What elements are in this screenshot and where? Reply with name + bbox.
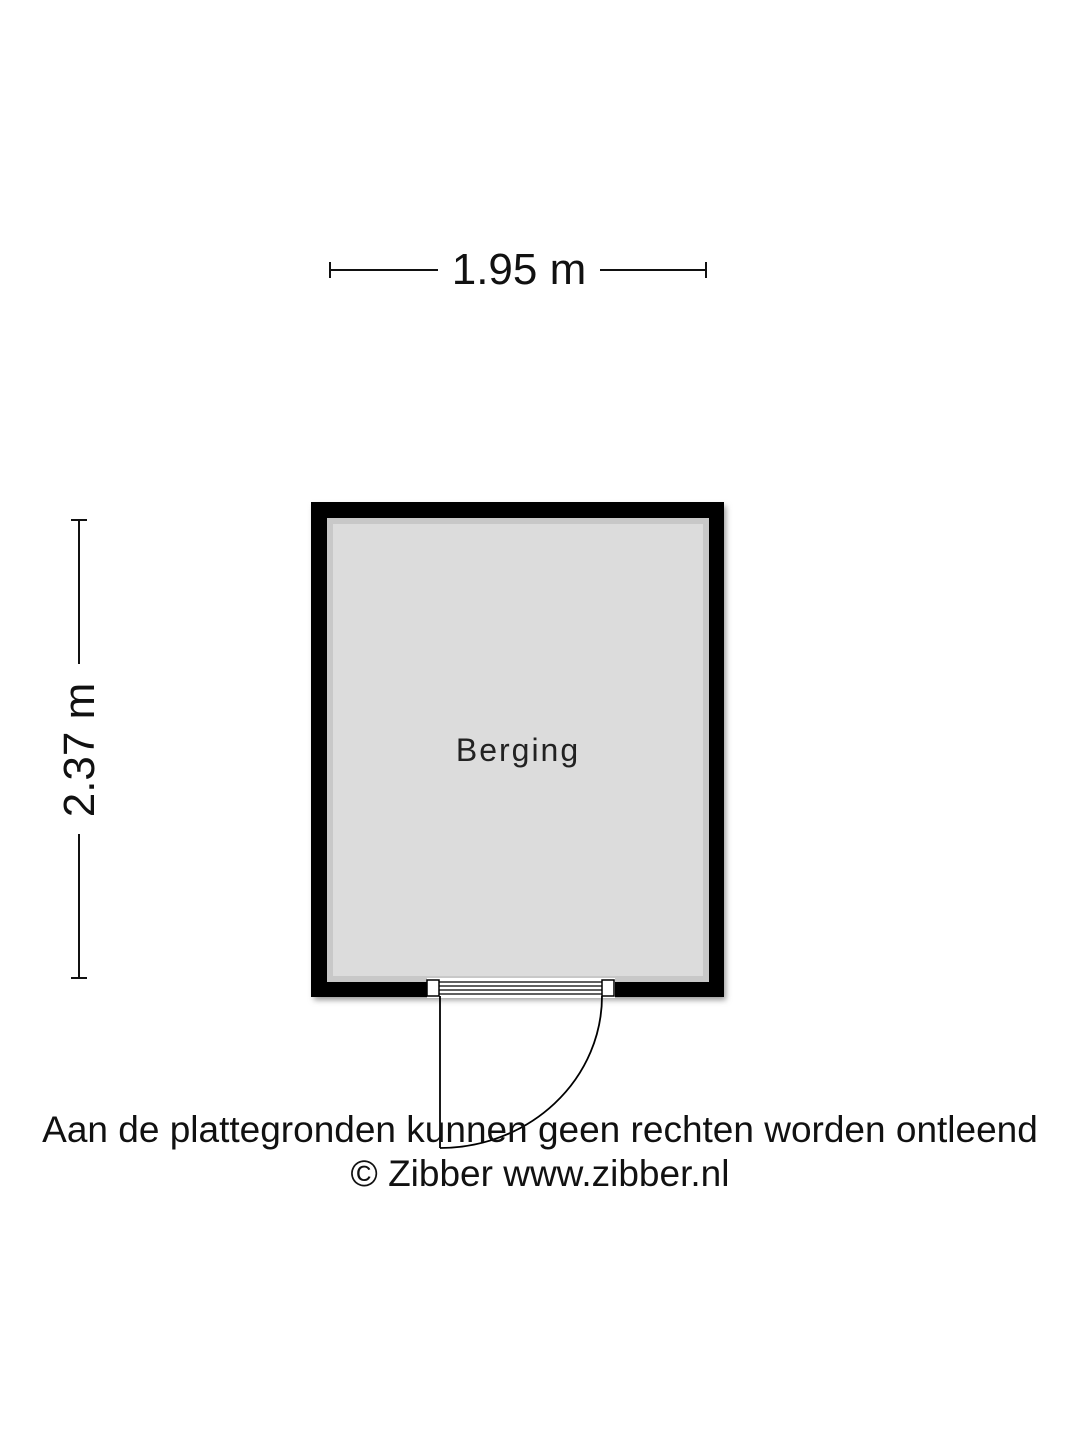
width-dimension-label: 1.95 m [440,244,598,296]
door-opening [427,978,615,998]
door-frame-left [426,979,440,997]
door-swing-arc [439,995,603,1149]
door-frame-right [601,979,615,997]
width-dimension-line [329,262,707,278]
room-floor [330,521,706,979]
door [426,978,615,1149]
height-dimension-line [71,519,87,979]
room-name-label: Berging [455,732,581,768]
disclaimer-text: Aan de plattegronden kunnen geen rechten… [42,1109,1038,1150]
height-dimension-label: 2.37 m [54,680,106,820]
copyright-text: © Zibber www.zibber.nl [350,1153,730,1194]
